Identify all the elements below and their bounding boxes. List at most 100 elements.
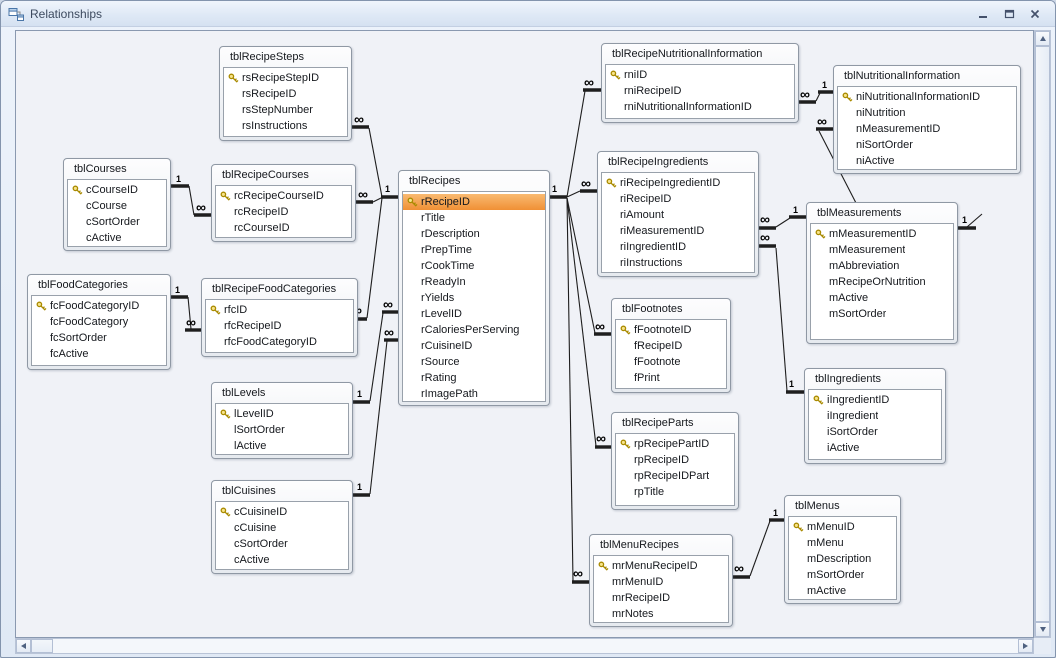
field-niActive[interactable]: niActive: [838, 153, 1016, 169]
relationship-tblFoodCategories-tblRecipeFoodCategories[interactable]: 1 ∞: [171, 285, 201, 332]
field-rsStepNumber[interactable]: rsStepNumber: [224, 102, 347, 118]
field-rpRecipeID[interactable]: rpRecipeID: [616, 452, 734, 468]
field-mRecipeOrNutrition[interactable]: mRecipeOrNutrition: [811, 274, 953, 290]
field-rfcRecipeID[interactable]: rfcRecipeID: [206, 318, 353, 334]
field-fcFoodCategory[interactable]: fcFoodCategory: [32, 314, 166, 330]
relationship-tblMenuRecipes-tblMenus[interactable]: ∞ 1: [733, 508, 784, 579]
table-title[interactable]: tblRecipeIngredients: [608, 156, 709, 168]
field-rpRecipeIDPart[interactable]: rpRecipeIDPart: [616, 468, 734, 484]
field-mActive[interactable]: mActive: [811, 290, 953, 306]
table-title[interactable]: tblNutritionalInformation: [844, 70, 961, 82]
table-title[interactable]: tblRecipeCourses: [222, 169, 309, 181]
relationship-tblRecipes-tblRecipeNutritionalInformation[interactable]: 1 ∞: [550, 74, 601, 199]
field-fRecipeID[interactable]: fRecipeID: [616, 338, 726, 354]
field-iIngredient[interactable]: iIngredient: [809, 408, 941, 424]
field-rRecipeID[interactable]: rRecipeID: [403, 194, 545, 210]
field-rcRecipeID[interactable]: rcRecipeID: [216, 204, 351, 220]
relationship-tblRecipeIngredients-tblIngredients[interactable]: ∞ 1: [759, 229, 804, 394]
field-mrMenuRecipeID[interactable]: mrMenuRecipeID: [594, 558, 728, 574]
field-cCourseID[interactable]: cCourseID: [68, 182, 166, 198]
field-nMeasurementID[interactable]: nMeasurementID: [838, 121, 1016, 137]
table-title[interactable]: tblRecipeFoodCategories: [212, 283, 337, 295]
field-riMeasurementID[interactable]: riMeasurementID: [602, 223, 754, 239]
field-riInstructions[interactable]: riInstructions: [602, 255, 754, 271]
relationship-tblRecipeIngredients-tblMeasurements[interactable]: ∞ 1: [759, 205, 806, 230]
field-mMeasurementID[interactable]: mMeasurementID: [811, 226, 953, 242]
relationship-tblRecipes-tblMenuRecipes[interactable]: ∞: [566, 197, 589, 584]
field-mMenu[interactable]: mMenu: [789, 535, 896, 551]
field-iIngredientID[interactable]: iIngredientID: [809, 392, 941, 408]
field-rYields[interactable]: rYields: [403, 290, 545, 306]
field-mrRecipeID[interactable]: mrRecipeID: [594, 590, 728, 606]
table-title[interactable]: tblMenuRecipes: [600, 539, 679, 551]
field-rfcFoodCategoryID[interactable]: rfcFoodCategoryID: [206, 334, 353, 350]
field-cCourse[interactable]: cCourse: [68, 198, 166, 214]
vertical-scrollbar[interactable]: [1034, 30, 1051, 638]
field-rsRecipeID[interactable]: rsRecipeID: [224, 86, 347, 102]
table-title[interactable]: tblFootnotes: [622, 303, 683, 315]
table-title[interactable]: tblRecipeSteps: [230, 51, 304, 63]
field-lLevelID[interactable]: lLevelID: [216, 406, 348, 422]
field-cSortOrder[interactable]: cSortOrder: [216, 536, 348, 552]
field-mSortOrder[interactable]: mSortOrder: [789, 567, 896, 583]
table-title[interactable]: tblFoodCategories: [38, 279, 128, 291]
close-button[interactable]: [1026, 6, 1044, 21]
field-iSortOrder[interactable]: iSortOrder: [809, 424, 941, 440]
field-rcCourseID[interactable]: rcCourseID: [216, 220, 351, 236]
field-niNutrition[interactable]: niNutrition: [838, 105, 1016, 121]
field-rPrepTime[interactable]: rPrepTime: [403, 242, 545, 258]
table-title[interactable]: tblRecipeParts: [622, 417, 694, 429]
field-rpTitle[interactable]: rpTitle: [616, 484, 734, 500]
field-rniID[interactable]: rniID: [606, 67, 794, 83]
window-titlebar[interactable]: Relationships: [1, 1, 1055, 27]
field-rsInstructions[interactable]: rsInstructions: [224, 118, 347, 134]
field-mrMenuID[interactable]: mrMenuID: [594, 574, 728, 590]
field-rCuisineID[interactable]: rCuisineID: [403, 338, 545, 354]
relationship-tblRecipeNutritionalInformation-tblNutritionalInformation[interactable]: ∞ 1: [799, 80, 833, 104]
field-mActive[interactable]: mActive: [789, 583, 896, 599]
field-fFootnoteID[interactable]: fFootnoteID: [616, 322, 726, 338]
field-rniRecipeID[interactable]: rniRecipeID: [606, 83, 794, 99]
field-rRating[interactable]: rRating: [403, 370, 545, 386]
field-rReadyIn[interactable]: rReadyIn: [403, 274, 545, 290]
field-rCaloriesPerServing[interactable]: rCaloriesPerServing: [403, 322, 545, 338]
table-title[interactable]: tblMenus: [795, 500, 840, 512]
field-cCuisineID[interactable]: cCuisineID: [216, 504, 348, 520]
horizontal-scrollbar[interactable]: [15, 638, 1034, 654]
relationship-tblRecipeCourses-tblRecipes[interactable]: ∞ 1: [356, 184, 398, 204]
relationship-tblLevels-tblRecipes[interactable]: 1 ∞: [353, 296, 398, 404]
table-title[interactable]: tblRecipes: [409, 175, 461, 187]
field-mAbbreviation[interactable]: mAbbreviation: [811, 258, 953, 274]
horizontal-scroll-thumb[interactable]: [31, 639, 53, 653]
relationship-tblRecipes-tblRecipeParts[interactable]: ∞: [566, 197, 611, 449]
table-title[interactable]: tblIngredients: [815, 373, 882, 385]
field-cActive[interactable]: cActive: [68, 230, 166, 246]
scroll-left-button[interactable]: [16, 639, 31, 653]
relationship-tblCuisines-tblRecipes[interactable]: 1 ∞: [353, 324, 398, 497]
table-title[interactable]: tblCourses: [74, 163, 127, 175]
field-mMeasurement[interactable]: mMeasurement: [811, 242, 953, 258]
restore-button[interactable]: [1000, 6, 1018, 21]
relationship-tblCourses-tblRecipeCourses[interactable]: 1 ∞: [171, 174, 211, 217]
relationship-tblRecipes-tblFootnotes[interactable]: ∞: [566, 197, 611, 336]
field-mMenuID[interactable]: mMenuID: [789, 519, 896, 535]
vertical-scroll-thumb[interactable]: [1035, 46, 1050, 622]
field-fcFoodCategoryID[interactable]: fcFoodCategoryID: [32, 298, 166, 314]
relationship-tblRecipeSteps-tblRecipes[interactable]: ∞: [352, 111, 383, 198]
field-lSortOrder[interactable]: lSortOrder: [216, 422, 348, 438]
scroll-up-button[interactable]: [1035, 31, 1050, 46]
